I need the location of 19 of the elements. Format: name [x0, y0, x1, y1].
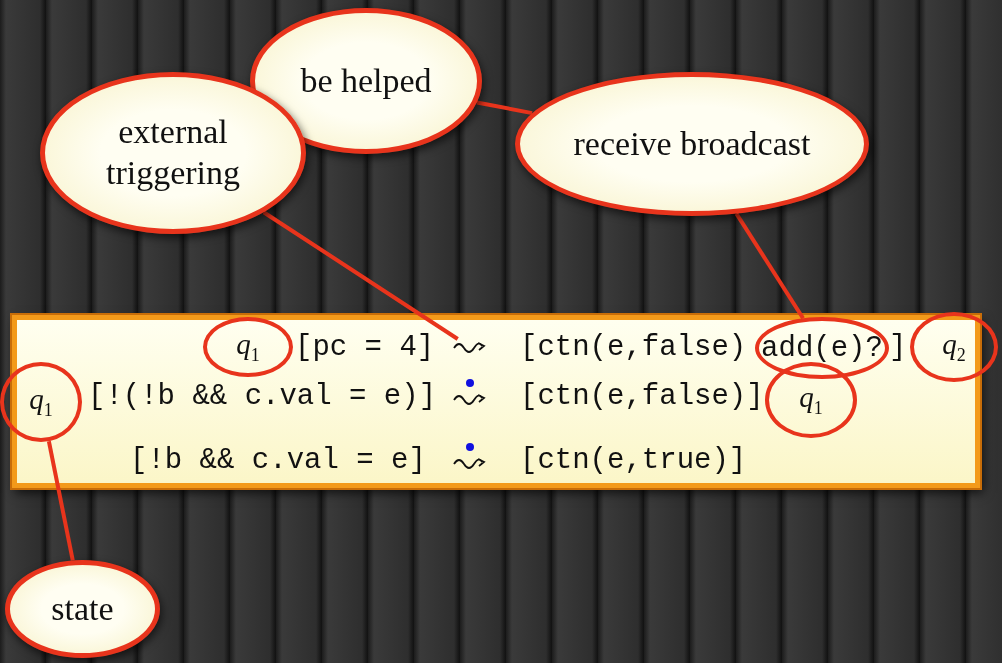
- circled-term: q$_{2}$: [910, 312, 998, 382]
- speech-bubble: receive broadcast: [515, 72, 869, 216]
- speech-bubble-tail: [476, 100, 533, 116]
- code-text: [!b && c.val = e]: [130, 445, 426, 475]
- code-panel: [12, 315, 980, 488]
- code-text: [ctn(e,true)]: [520, 445, 747, 475]
- speech-bubble-tail: [46, 440, 75, 561]
- code-text: ]: [889, 332, 907, 362]
- speech-bubble: be helped: [250, 8, 482, 154]
- code-text: [ctn(e,false): [520, 332, 747, 362]
- code-text: [pc = 4]: [295, 332, 435, 362]
- code-text: [ctn(e,false)]: [520, 381, 764, 411]
- speech-bubble: state: [5, 560, 160, 658]
- circled-term: q$_{1}$: [0, 362, 82, 442]
- circled-term: q$_{1}$: [765, 362, 857, 438]
- code-text: [!(!b && c.val = e)]: [88, 381, 437, 411]
- circled-term: add(e)?: [755, 317, 889, 379]
- circled-term: q$_{1}$: [203, 317, 293, 377]
- speech-bubble-tail: [262, 210, 459, 341]
